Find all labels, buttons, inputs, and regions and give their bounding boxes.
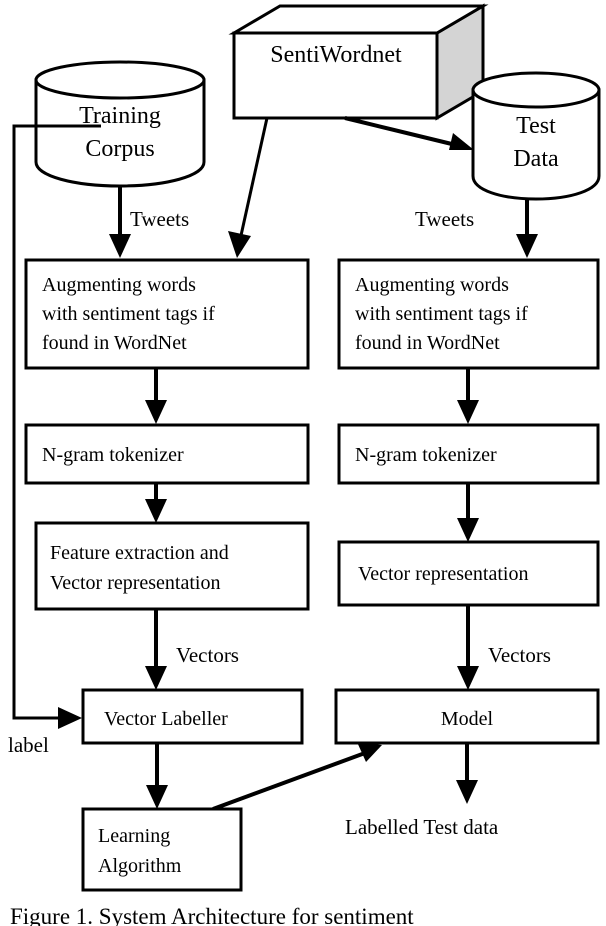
edge-feature-extraction-to-vector-labeller xyxy=(145,609,167,690)
edge-learning-algorithm-to-model xyxy=(212,742,382,811)
edge-test-data-to-augment-right xyxy=(516,199,538,258)
edge-label-feedback: label xyxy=(8,733,49,757)
feature-extraction-line2: Vector representation xyxy=(50,572,220,594)
edge-sentiwordnet-to-augment-left xyxy=(228,117,269,258)
training-corpus-label-line2: Corpus xyxy=(85,136,154,162)
figure-caption: Figure 1. System Architecture for sentim… xyxy=(10,904,414,926)
node-augment-left xyxy=(24,258,310,370)
node-vector-representation xyxy=(337,540,600,607)
node-feature-extraction xyxy=(34,521,310,611)
edge-label-vectors-right: Vectors xyxy=(488,643,551,667)
edge-sentiwordnet-to-test-data xyxy=(344,116,474,150)
augment-left-line2: with sentiment tags if xyxy=(42,303,215,325)
augment-right-line2: with sentiment tags if xyxy=(355,303,528,325)
node-training-corpus xyxy=(34,60,206,188)
edge-augment-left-to-tokenizer-left xyxy=(145,368,167,424)
learning-algorithm-line1: Learning xyxy=(98,825,170,847)
edge-feedback-label xyxy=(12,124,101,729)
augment-right-line3: found in WordNet xyxy=(355,332,500,354)
vector-labeller-label: Vector Labeller xyxy=(104,708,228,730)
node-vector-labeller xyxy=(81,688,304,745)
edge-label-vectors-left: Vectors xyxy=(176,643,239,667)
node-learning-algorithm xyxy=(81,807,243,892)
edge-vector-representation-to-model xyxy=(457,605,479,690)
edge-augment-right-to-tokenizer-right xyxy=(457,368,479,424)
test-data-label-line1: Test xyxy=(516,113,556,139)
node-augment-right xyxy=(337,258,600,370)
feature-extraction-line1: Feature extraction and xyxy=(50,542,229,564)
test-data-label-line2: Data xyxy=(513,146,559,172)
node-test-data xyxy=(471,71,601,201)
edge-tokenizer-left-to-feature-extraction xyxy=(145,483,167,523)
node-tokenizer-left xyxy=(24,423,310,485)
edge-tokenizer-right-to-vector-representation xyxy=(457,483,479,542)
learning-algorithm-line2: Algorithm xyxy=(98,855,182,877)
edge-label-tweets-right: Tweets xyxy=(415,207,474,231)
vector-representation-label: Vector representation xyxy=(358,563,528,585)
tokenizer-left-label: N-gram tokenizer xyxy=(42,444,184,466)
edge-vector-labeller-to-learning-algorithm xyxy=(146,743,168,809)
edge-training-corpus-to-augment-left xyxy=(109,186,131,258)
tokenizer-right-label: N-gram tokenizer xyxy=(355,444,497,466)
edge-model-to-output xyxy=(456,743,478,804)
model-label: Model xyxy=(441,708,494,730)
augment-right-line1: Augmenting words xyxy=(355,274,509,296)
augment-left-line1: Augmenting words xyxy=(42,274,196,296)
edge-label-tweets-left: Tweets xyxy=(130,207,189,231)
sentiwordnet-label: SentiWordnet xyxy=(270,42,402,68)
augment-left-line3: found in WordNet xyxy=(42,332,187,354)
edge-label-output: Labelled Test data xyxy=(345,815,499,839)
